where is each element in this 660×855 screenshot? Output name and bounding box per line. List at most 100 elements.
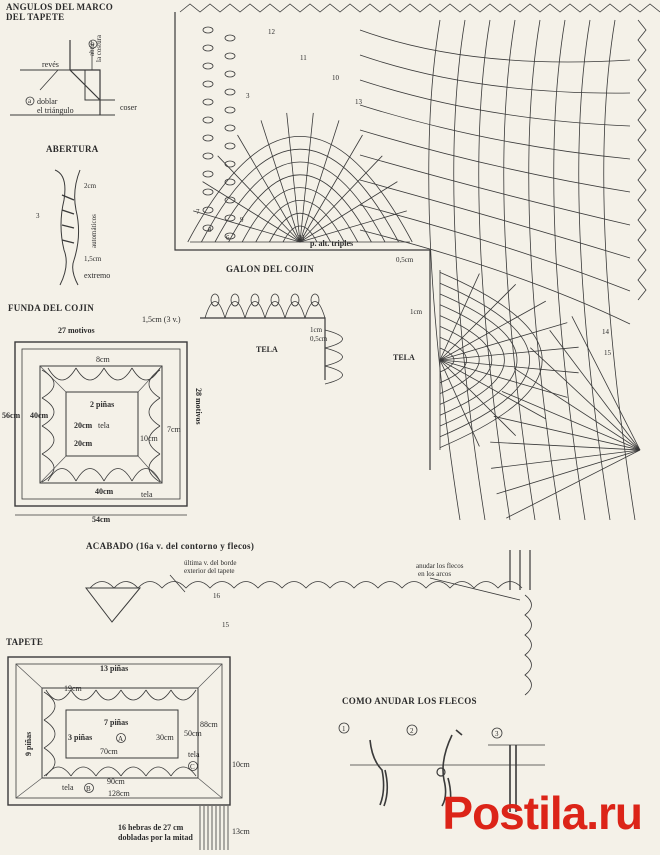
abertura-2cm: 2cm (84, 182, 97, 190)
tapete-13cm: 13cm (232, 827, 251, 836)
galon-arc (304, 301, 326, 319)
fan-ray (286, 112, 301, 243)
funda-inner-fabric (65, 391, 139, 457)
chain-arc (603, 19, 636, 521)
abertura-left-edge (54, 169, 67, 286)
stitch-cluster (224, 34, 236, 42)
galon-arc (284, 301, 306, 319)
tapete-corner-diagonals (15, 663, 223, 799)
funda-56cm: 56cm (2, 411, 21, 420)
funda-pineapple-arc (41, 397, 55, 427)
pineapple-row (187, 136, 413, 243)
tapete-88cm: 88cm (200, 720, 219, 729)
anudar-section: COMO ANUDAR LOS FLECOS 1 2 3 (338, 696, 545, 812)
tapete-b-circle (84, 783, 94, 793)
galon-cluster (210, 293, 220, 307)
funda-pineapple-arc (148, 453, 161, 483)
anudar-step2-strands (441, 729, 463, 807)
tapete-pineapple-arc (145, 766, 172, 777)
tapete-pineapple-arc (95, 766, 122, 777)
pineapple-row (439, 326, 480, 394)
anudar-step2: 2 (410, 727, 414, 735)
row-10: 10 (332, 74, 340, 82)
pineapple-row (439, 347, 455, 373)
funda-8cm: 8cm (96, 355, 111, 364)
tapete-a-circle (116, 733, 126, 743)
anudar-step1-circle (338, 722, 350, 734)
row-15: 15 (604, 349, 612, 357)
funda-20cm-a: 20cm (74, 421, 93, 430)
tapete-pineapple-arc (70, 766, 97, 777)
pineapple-row (439, 293, 518, 427)
funda-pineapple-arc (41, 369, 55, 399)
acabado-anudar-1: anudar los flecos (416, 562, 464, 570)
tapete-pineapple-arc (45, 689, 72, 701)
fan-ray (439, 322, 568, 361)
tapete-a: A (118, 735, 123, 743)
tapete-pineapple-arc (170, 766, 197, 777)
tapete-13-pinas: 13 piñas (100, 664, 128, 673)
row-6: 6 (226, 234, 230, 242)
angulos-step-a: a (28, 97, 32, 105)
fan-ray (571, 316, 641, 451)
acabado-title: ACABADO (16a v. del contorno y flecos) (86, 541, 254, 551)
anudar-step3-circle (491, 727, 503, 739)
chain-arc (428, 19, 461, 521)
funda-27-motivos: 27 motivos (58, 326, 95, 335)
acabado-anudar-2: en los arcos (418, 570, 451, 578)
angulos-fold-lines (69, 40, 101, 115)
funda-pineapple-arc (148, 397, 161, 427)
anudar-step3-strands (509, 745, 517, 812)
tapete-19cm: 19cm (64, 684, 83, 693)
galon-arc (324, 347, 343, 367)
fan-ray (299, 155, 383, 243)
acabado-ultima-2: exterior del tapete (184, 567, 235, 575)
funda-pineapple-arc (41, 453, 55, 483)
galon-1cm: 1cm (310, 326, 323, 334)
angulos-coser: coser (120, 103, 137, 112)
angulos-pointer-lines (39, 50, 93, 91)
abertura-title: ABERTURA (46, 144, 99, 154)
anudar-step1: 1 (342, 725, 346, 733)
acabado-section: ACABADO (16a v. del contorno y flecos) ú… (84, 541, 532, 696)
tapete-crochet-band (41, 687, 199, 779)
pattern-1cm: 1cm (410, 308, 423, 316)
stitch-cluster (224, 106, 236, 114)
tapete-pineapple-arc (43, 747, 56, 777)
pineapple-row (282, 225, 318, 243)
crochet-pattern-section: p. alt. triples 0,5cm 1cm TELA 12 11 10 … (174, 3, 660, 521)
stitch-cluster (202, 206, 214, 214)
stitch-cluster (224, 70, 236, 78)
abertura-15cm: 1,5cm (84, 255, 102, 263)
fan-ray (506, 449, 641, 519)
chain-arc (453, 19, 486, 521)
chain-arc (359, 79, 631, 127)
funda-54cm: 54cm (92, 515, 111, 524)
stitch-cluster (224, 214, 236, 222)
angulos-step-b-circle (88, 39, 98, 49)
funda-pineapple-arc (47, 367, 77, 381)
pineapple-row (255, 200, 345, 243)
chain-arc (359, 54, 631, 94)
chain-arc (359, 129, 631, 193)
funda-pineapple-arc (103, 367, 133, 381)
tapete-pineapple-arc (43, 691, 56, 721)
anudar-step2-loop (436, 767, 446, 777)
row-12: 12 (268, 28, 276, 36)
galon-section: GALON DEL COJIN TELA 1cm 0,5cm (200, 264, 343, 385)
pattern-chain-arcs (359, 19, 636, 521)
angulos-doblar-1: doblar (37, 97, 58, 106)
funda-pineapple-arcs (41, 367, 161, 483)
abertura-extremo: extremo (84, 271, 110, 280)
pattern-fabric-edge (174, 12, 430, 251)
tapete-pineapple-arc (120, 689, 147, 701)
galon-tela: TELA (256, 345, 278, 354)
fan-ray (439, 346, 579, 361)
acabado-fringe-strands (509, 550, 531, 590)
stitch-cluster (224, 160, 236, 168)
fan-ray (439, 359, 546, 420)
galon-arc (324, 365, 343, 385)
galon-cluster (250, 293, 260, 307)
funda-tela-inner: tela (98, 421, 110, 430)
chain-arc (359, 179, 631, 259)
